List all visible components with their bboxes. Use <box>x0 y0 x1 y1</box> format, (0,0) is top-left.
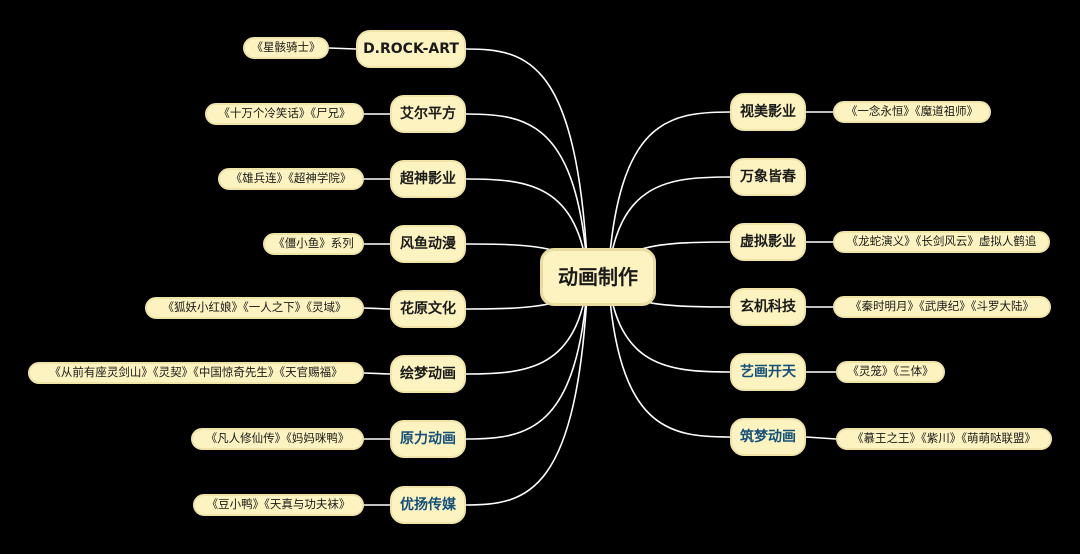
branch-node-shimei[interactable]: 视美影业 <box>730 93 806 131</box>
root-node[interactable]: 动画制作 <box>540 248 656 306</box>
branch-connector <box>607 176 731 278</box>
branch-node-huayuan[interactable]: 花原文化 <box>390 290 466 328</box>
works-node-drock-art: 《星骸骑士》 <box>243 37 329 59</box>
branch-node-youyang[interactable]: 优扬传媒 <box>390 486 466 524</box>
branch-connector <box>465 48 589 278</box>
branch-node-aier-pingfang[interactable]: 艾尔平方 <box>390 95 466 133</box>
branch-node-huimeng[interactable]: 绘梦动画 <box>390 355 466 393</box>
branch-connector <box>607 276 731 438</box>
branch-node-zhumeng[interactable]: 筑梦动画 <box>730 418 806 456</box>
works-node-xuni: 《龙蛇演义》《长剑风云》虚拟人鹤追 <box>833 231 1050 253</box>
branch-connector <box>465 276 589 506</box>
works-node-huayuan: 《狐妖小红娘》《一人之下》《灵域》 <box>145 297 364 319</box>
branch-node-yihua[interactable]: 艺画开天 <box>730 353 806 391</box>
branch-node-wanxiang[interactable]: 万象皆春 <box>730 158 806 196</box>
works-node-yuanli: 《凡人修仙传》《妈妈咪鸭》 <box>191 428 364 450</box>
branch-connector <box>607 276 731 373</box>
works-node-shimei: 《一念永恒》《魔道祖师》 <box>833 101 991 123</box>
works-node-fengyu: 《僵小鱼》系列 <box>263 233 364 255</box>
works-connector <box>328 47 357 50</box>
works-connector <box>363 372 391 375</box>
works-node-xuanji: 《秦时明月》《武庚纪》《斗罗大陆》 <box>833 296 1051 318</box>
branch-node-yuanli[interactable]: 原力动画 <box>390 420 466 458</box>
branch-connector <box>465 113 589 278</box>
works-node-youyang: 《豆小鸭》《天真与功夫袜》 <box>193 494 364 516</box>
works-node-aier-pingfang: 《十万个冷笑话》《尸兄》 <box>205 103 364 125</box>
branch-connector <box>465 276 589 440</box>
branch-node-drock-art[interactable]: D.ROCK-ART <box>356 30 466 68</box>
branch-node-xuni[interactable]: 虚拟影业 <box>730 223 806 261</box>
works-node-chaoshen: 《雄兵连》《超神学院》 <box>218 168 364 190</box>
works-node-zhumeng: 《慕王之王》《紫川》《萌萌哒联盟》 <box>836 428 1052 450</box>
works-node-huimeng: 《从前有座灵剑山》《灵契》《中国惊奇先生》《天官赐福》 <box>28 362 364 384</box>
works-connector <box>805 436 837 440</box>
branch-connector <box>607 111 731 278</box>
branch-connector <box>465 178 589 278</box>
branch-node-chaoshen[interactable]: 超神影业 <box>390 160 466 198</box>
branch-connector <box>465 276 589 375</box>
branch-node-xuanji[interactable]: 玄机科技 <box>730 288 806 326</box>
works-node-yihua: 《灵笼》《三体》 <box>836 361 945 383</box>
works-connector <box>363 307 391 310</box>
branch-node-fengyu[interactable]: 风鱼动漫 <box>390 225 466 263</box>
